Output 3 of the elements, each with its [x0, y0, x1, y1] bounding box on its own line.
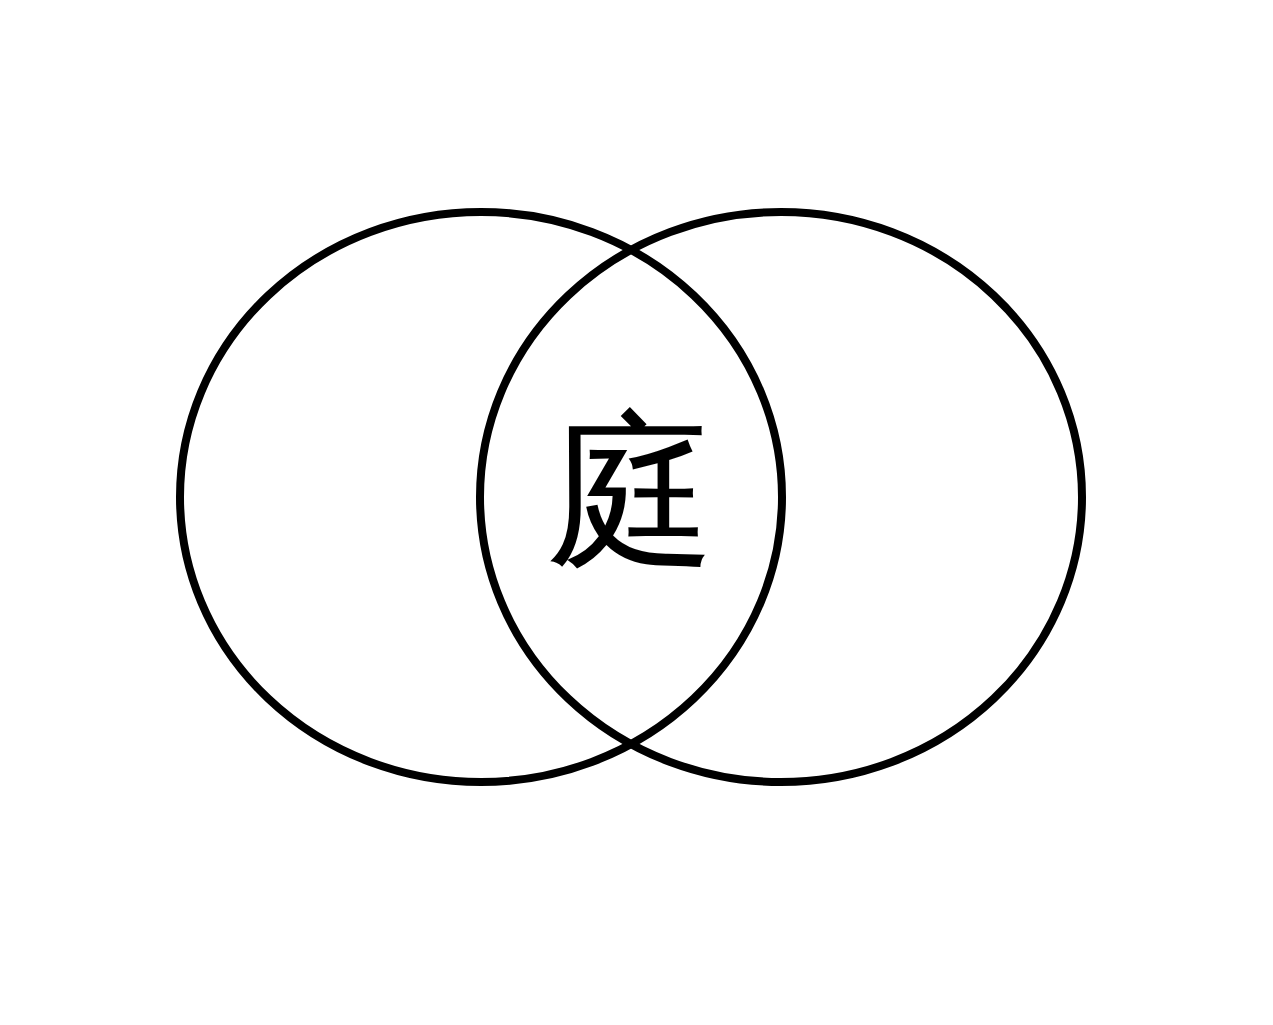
circle-outline — [176, 208, 786, 786]
circle-outline — [476, 208, 1086, 786]
center-character: 庭 — [546, 407, 716, 577]
